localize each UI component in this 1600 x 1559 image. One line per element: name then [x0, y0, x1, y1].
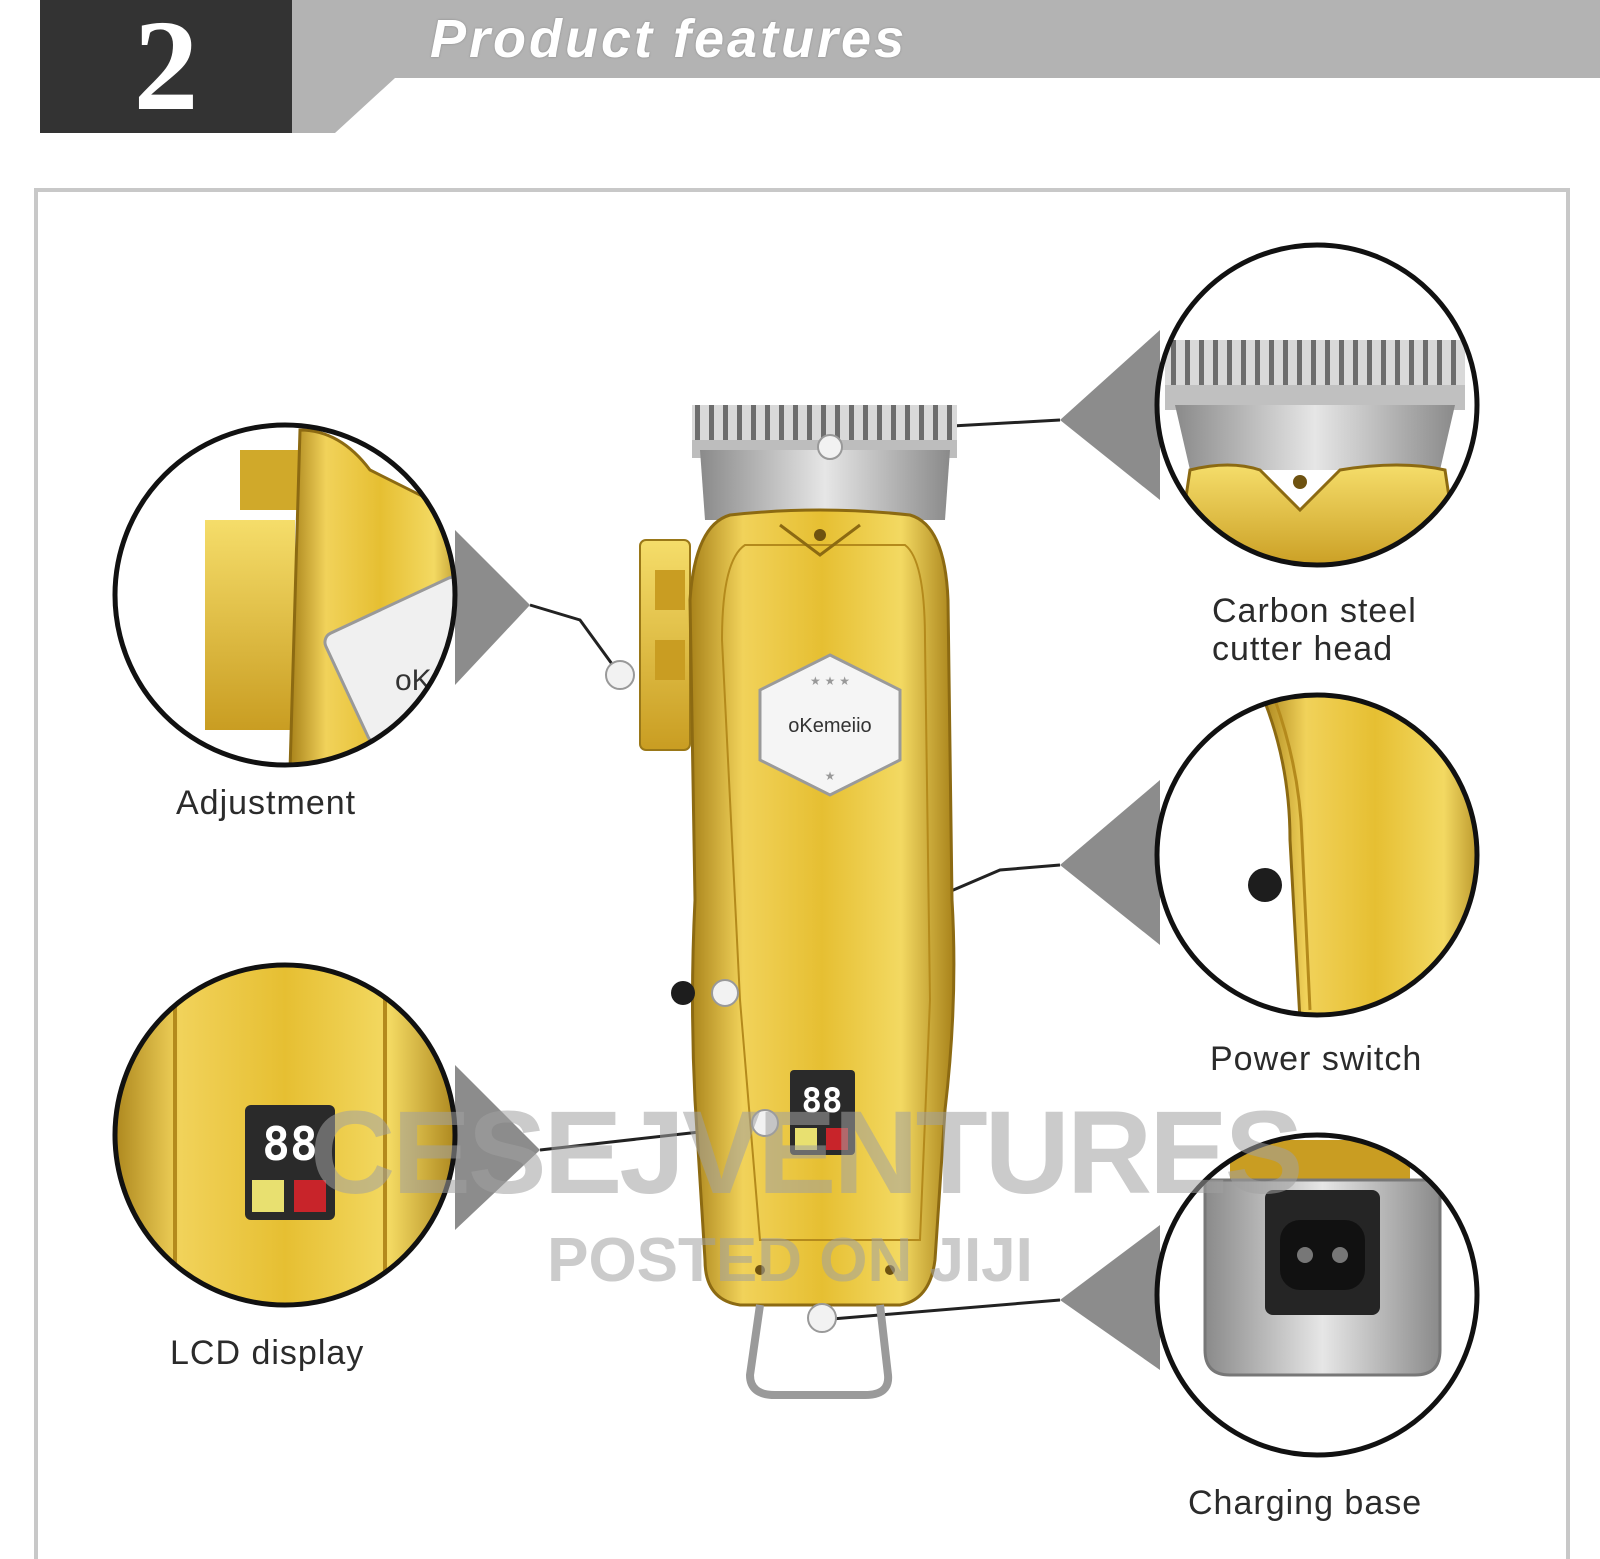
section-title: Product features: [430, 9, 908, 69]
callout-wedge-lcd: [455, 1065, 540, 1230]
clipper-logo-text: oKemeiio: [788, 715, 871, 737]
zoom-circle-power-switch: [1154, 692, 1480, 1018]
zoom-circle-adjustment: [112, 422, 458, 768]
leader-dots: [605, 434, 843, 1333]
content-frame: [34, 188, 1570, 1559]
zoom-circle-lcd-display: [112, 962, 458, 1308]
watermark-secondary: POSTED ON JIJI: [547, 1226, 1033, 1295]
callout-wedge-cutter: [1060, 330, 1160, 500]
zoom-circle-cutter-head: [1154, 242, 1480, 568]
callout-wedge-adjustment: [455, 530, 530, 685]
svg-text:★: ★: [825, 769, 836, 783]
callout-wedge-base: [1060, 1225, 1160, 1370]
label-adjustment: Adjustment: [176, 784, 357, 822]
label-cutter-head: Carbon steel cutter head: [1212, 592, 1417, 668]
clipper-illustration: oKemeiio ★ ★ ★ ★ 88: [639, 405, 957, 1399]
label-lcd-display: LCD display: [170, 1334, 365, 1372]
zoom-charging-base: [1157, 1135, 1477, 1455]
zoom-lcd-digits: 88: [262, 1117, 317, 1171]
zoom-cutter-head: [1157, 245, 1477, 565]
label-charging-base: Charging base: [1188, 1484, 1423, 1522]
zoom-lcd-display: 88: [115, 965, 455, 1305]
clipper-power-switch: [671, 981, 695, 1005]
banner-bar: [292, 0, 1600, 133]
clipper-lcd-digits: 88: [802, 1081, 843, 1121]
zoom-adjustment: oKe: [115, 425, 455, 765]
callout-wedge-power: [1060, 780, 1160, 945]
watermark-primary: CESEJVENTURES: [310, 1087, 1304, 1219]
zoom-circle-charging-base: [1154, 1132, 1480, 1458]
header-banner: 2 Product features: [0, 0, 1600, 140]
zoom-power-switch: [1157, 695, 1477, 1015]
section-number: 2: [40, 0, 292, 133]
svg-text:★ ★ ★: ★ ★ ★: [810, 674, 850, 688]
label-power-switch: Power switch: [1210, 1040, 1423, 1078]
